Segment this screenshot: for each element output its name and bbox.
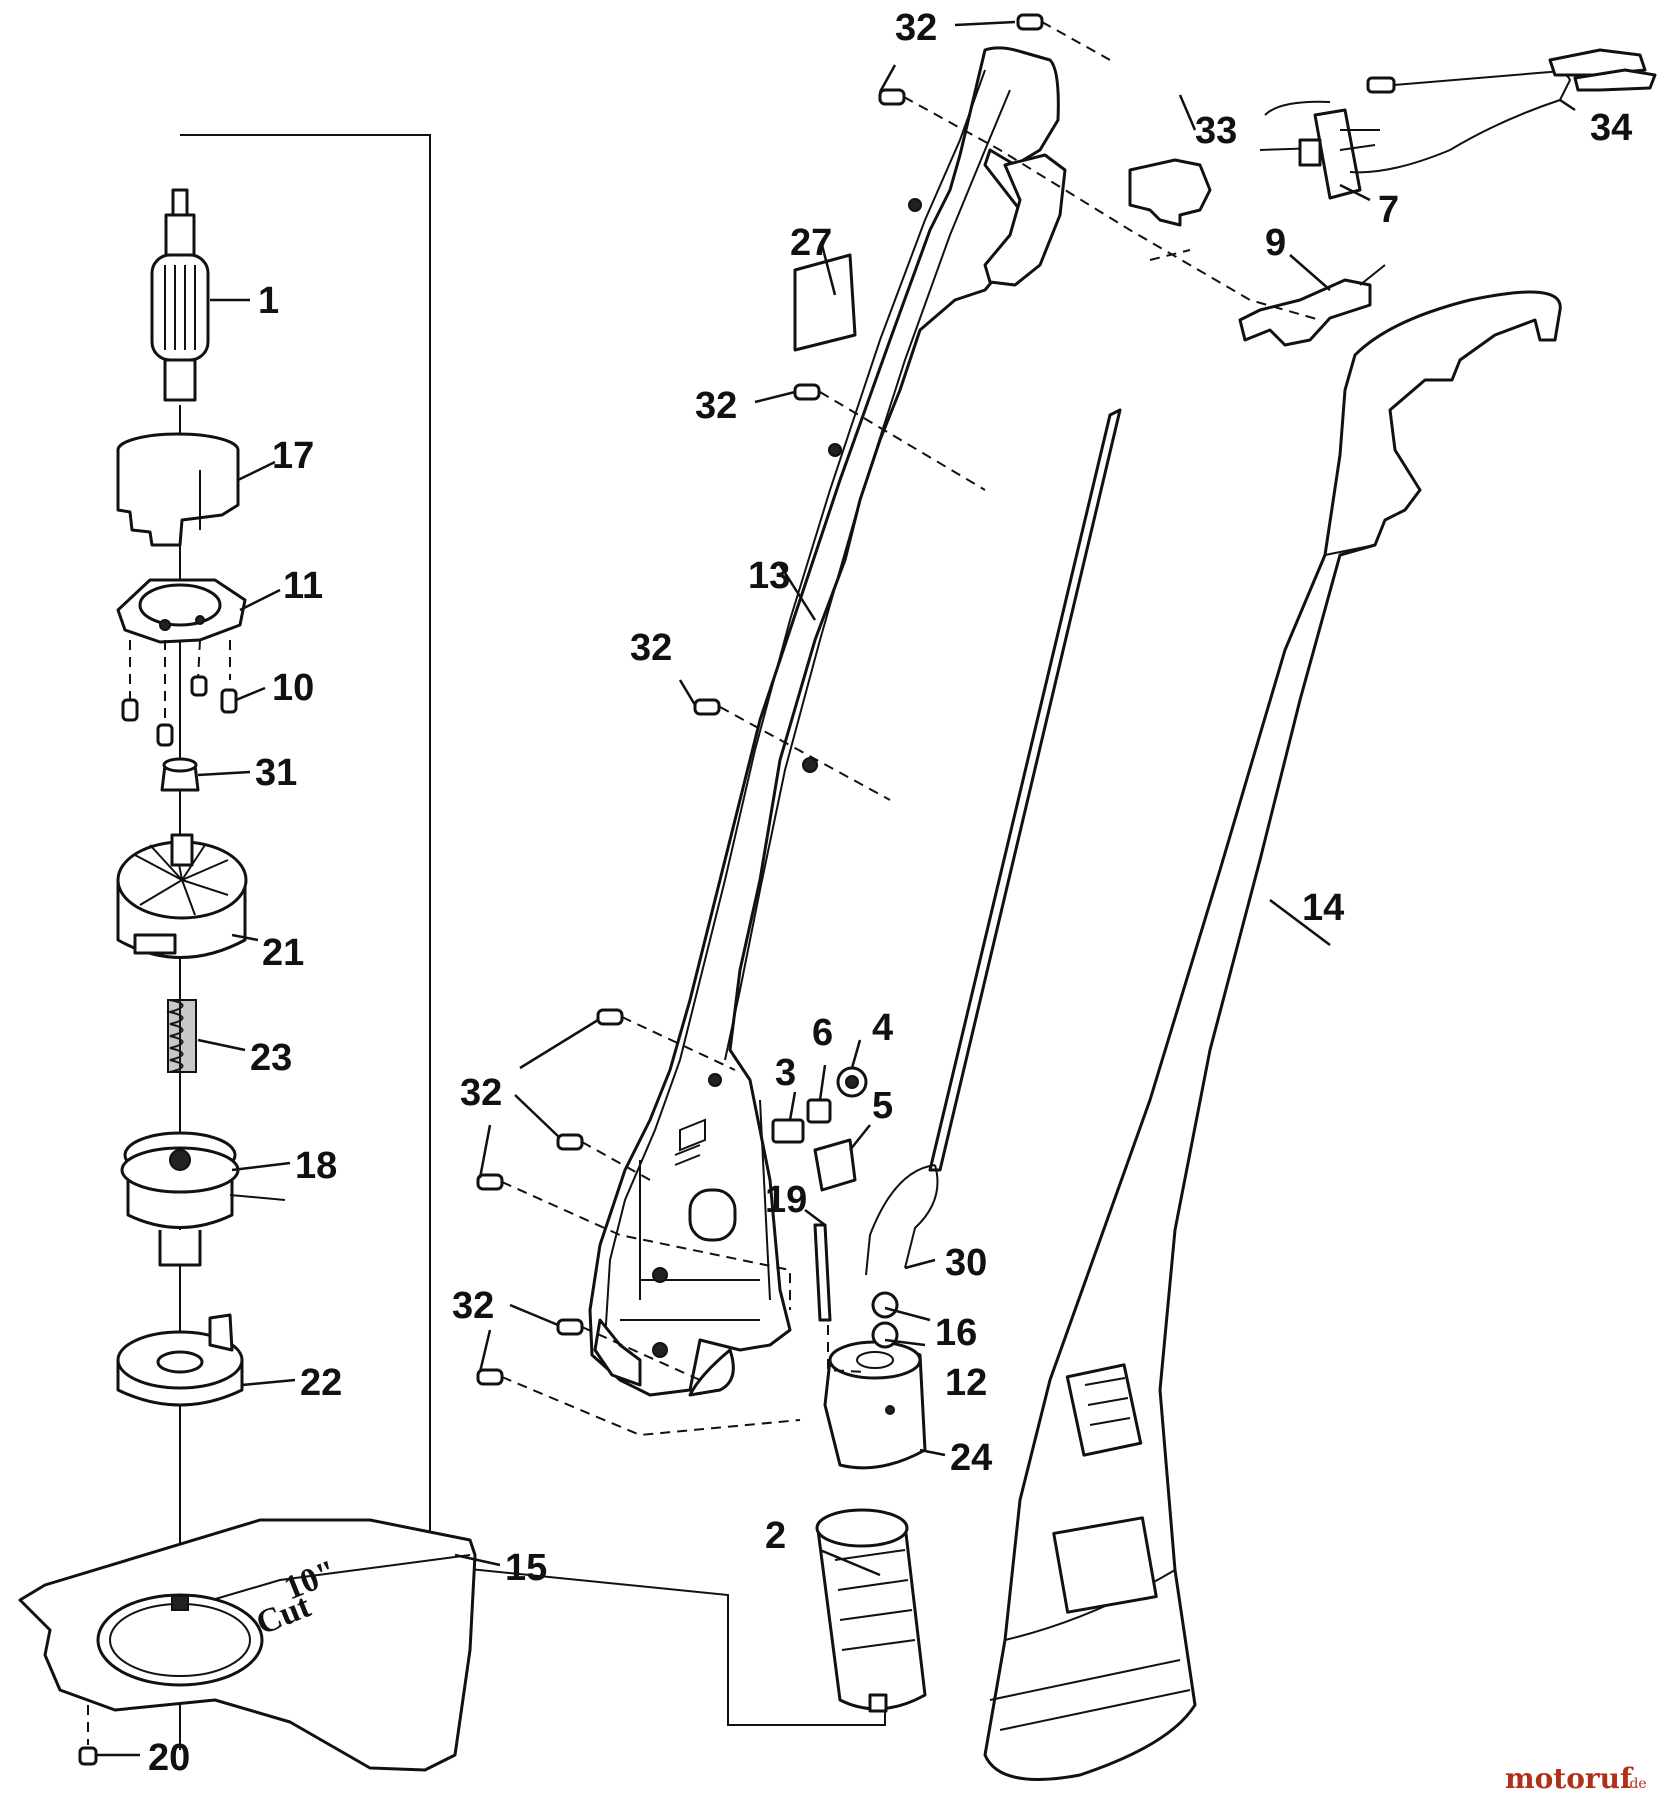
switch (1259, 100, 1380, 200)
callout-7: 7 (1378, 189, 1399, 231)
callout-13: 13 (748, 555, 790, 597)
gear-housing (823, 1340, 927, 1470)
trigger (1238, 264, 1386, 347)
callout-4: 4 (872, 1007, 893, 1049)
callout-5: 5 (872, 1085, 893, 1127)
callout-15: 15 (505, 1547, 547, 1589)
housing-screws-32 (476, 13, 1044, 1386)
spindle-19 (813, 1223, 832, 1322)
watermark-brand: motoruf (1505, 1762, 1634, 1795)
assembly-paths (501, 21, 1321, 1437)
left-housing (588, 46, 1067, 1397)
callout-23: 23 (250, 1037, 292, 1079)
callout-1: 1 (258, 280, 279, 322)
drive-shaft (928, 408, 1122, 1172)
watermark: motoruf .de (1505, 1762, 1647, 1795)
callout-32-e: 32 (452, 1285, 494, 1327)
spool-housing (116, 1313, 244, 1407)
assembly-frame-line (180, 134, 886, 1726)
callout-14: 14 (1302, 887, 1344, 929)
small-parts (771, 1066, 899, 1349)
callout-numbers: 1 17 11 10 31 21 23 18 22 15 20 2 24 12 … (148, 7, 1632, 1779)
callout-12: 12 (945, 1362, 987, 1404)
watermark-tld: .de (1625, 1776, 1647, 1792)
screw-20 (78, 1705, 98, 1766)
bracket-5 (813, 1138, 857, 1192)
lock-off-lever (1128, 158, 1212, 227)
callout-11: 11 (283, 565, 323, 607)
callout-32-d: 32 (460, 1072, 502, 1114)
callout-3: 3 (775, 1052, 796, 1094)
callout-31: 31 (255, 752, 297, 794)
leader-lines (96, 20, 1576, 1757)
brush-holder-clip (806, 1098, 832, 1124)
callout-6: 6 (812, 1012, 833, 1054)
callout-16: 16 (935, 1312, 977, 1354)
label-plate (793, 253, 857, 352)
callout-34: 34 (1590, 107, 1632, 149)
callout-9: 9 (1265, 222, 1286, 264)
spring (166, 999, 197, 1073)
washer-16 (871, 1291, 899, 1319)
line-spool (120, 1131, 286, 1267)
callout-18: 18 (295, 1145, 337, 1187)
power-cord (1349, 48, 1657, 174)
bearing (160, 757, 200, 792)
guard: 10" Cut (18, 1518, 477, 1772)
brush-cover (116, 432, 240, 547)
callout-27: 27 (790, 222, 832, 264)
right-housing (983, 290, 1562, 1781)
callout-33: 33 (1195, 110, 1237, 152)
callout-30: 30 (945, 1242, 987, 1284)
callout-10: 10 (272, 667, 314, 709)
callout-22: 22 (300, 1362, 342, 1404)
armature (150, 188, 210, 402)
washer-12 (871, 1321, 899, 1349)
callout-32-a: 32 (895, 7, 937, 49)
callout-20: 20 (148, 1737, 190, 1779)
callout-24: 24 (950, 1437, 992, 1479)
screw-set-10 (121, 639, 238, 747)
callout-32-c: 32 (630, 627, 672, 669)
motor-stator (815, 1508, 927, 1713)
brush-holder (116, 578, 247, 644)
callout-2: 2 (765, 1515, 786, 1557)
callout-21: 21 (262, 932, 304, 974)
callout-32-b: 32 (695, 385, 737, 427)
fan (116, 833, 248, 959)
callout-19: 19 (765, 1179, 807, 1221)
shaft-clip (865, 1164, 939, 1276)
callout-17: 17 (272, 435, 314, 477)
carbon-brush (771, 1118, 805, 1144)
